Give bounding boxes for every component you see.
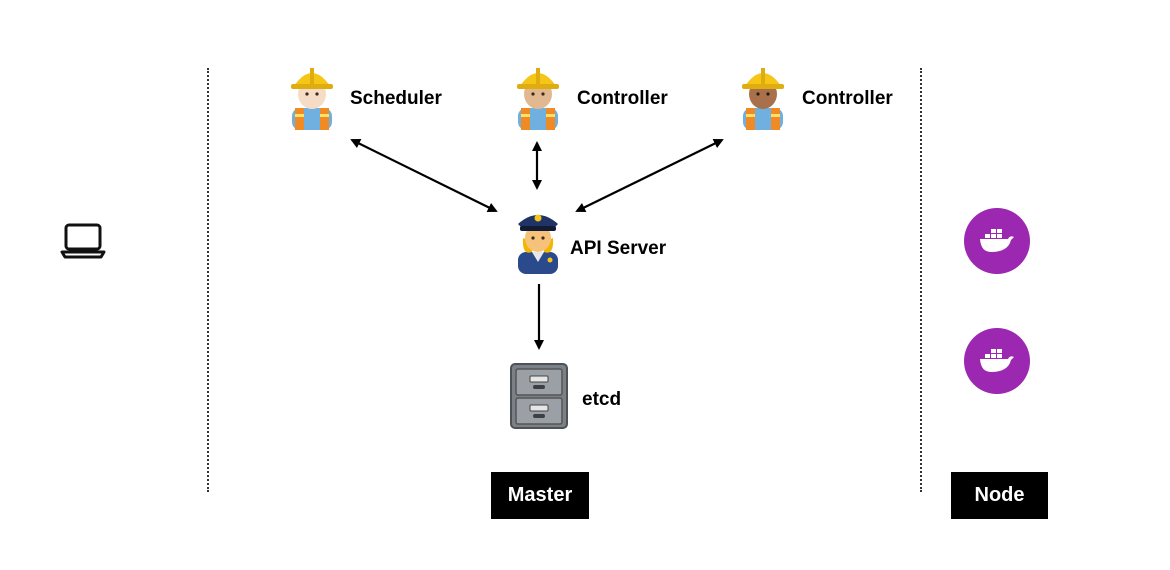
controller-1-node xyxy=(510,62,566,137)
arrow-scheduler-api xyxy=(350,139,498,212)
docker-whale-icon xyxy=(980,229,1014,252)
etcd-label: etcd xyxy=(582,389,622,410)
docker-container-2 xyxy=(964,328,1030,394)
controller-2-label: Controller xyxy=(802,88,893,109)
controller-2-node xyxy=(735,62,791,137)
left-separator xyxy=(207,68,209,492)
api-server-label: API Server xyxy=(570,238,667,259)
docker-whale-icon xyxy=(980,349,1014,372)
controller-1-label: Controller xyxy=(577,88,668,109)
construction-worker-icon xyxy=(742,68,784,130)
construction-worker-icon xyxy=(291,68,333,130)
laptop-icon xyxy=(60,222,106,265)
scheduler-node xyxy=(284,62,340,137)
police-officer-icon xyxy=(518,214,558,274)
etcd-node xyxy=(509,362,569,435)
arrow-controller2-api xyxy=(575,139,724,212)
construction-worker-icon xyxy=(517,68,559,130)
right-separator xyxy=(920,68,922,492)
scheduler-label: Scheduler xyxy=(350,88,442,109)
api-server-node xyxy=(510,204,566,279)
master-tag: Master xyxy=(491,472,589,519)
node-tag: Node xyxy=(951,472,1048,519)
docker-container-1 xyxy=(964,208,1030,274)
file-cabinet-icon xyxy=(510,363,568,429)
